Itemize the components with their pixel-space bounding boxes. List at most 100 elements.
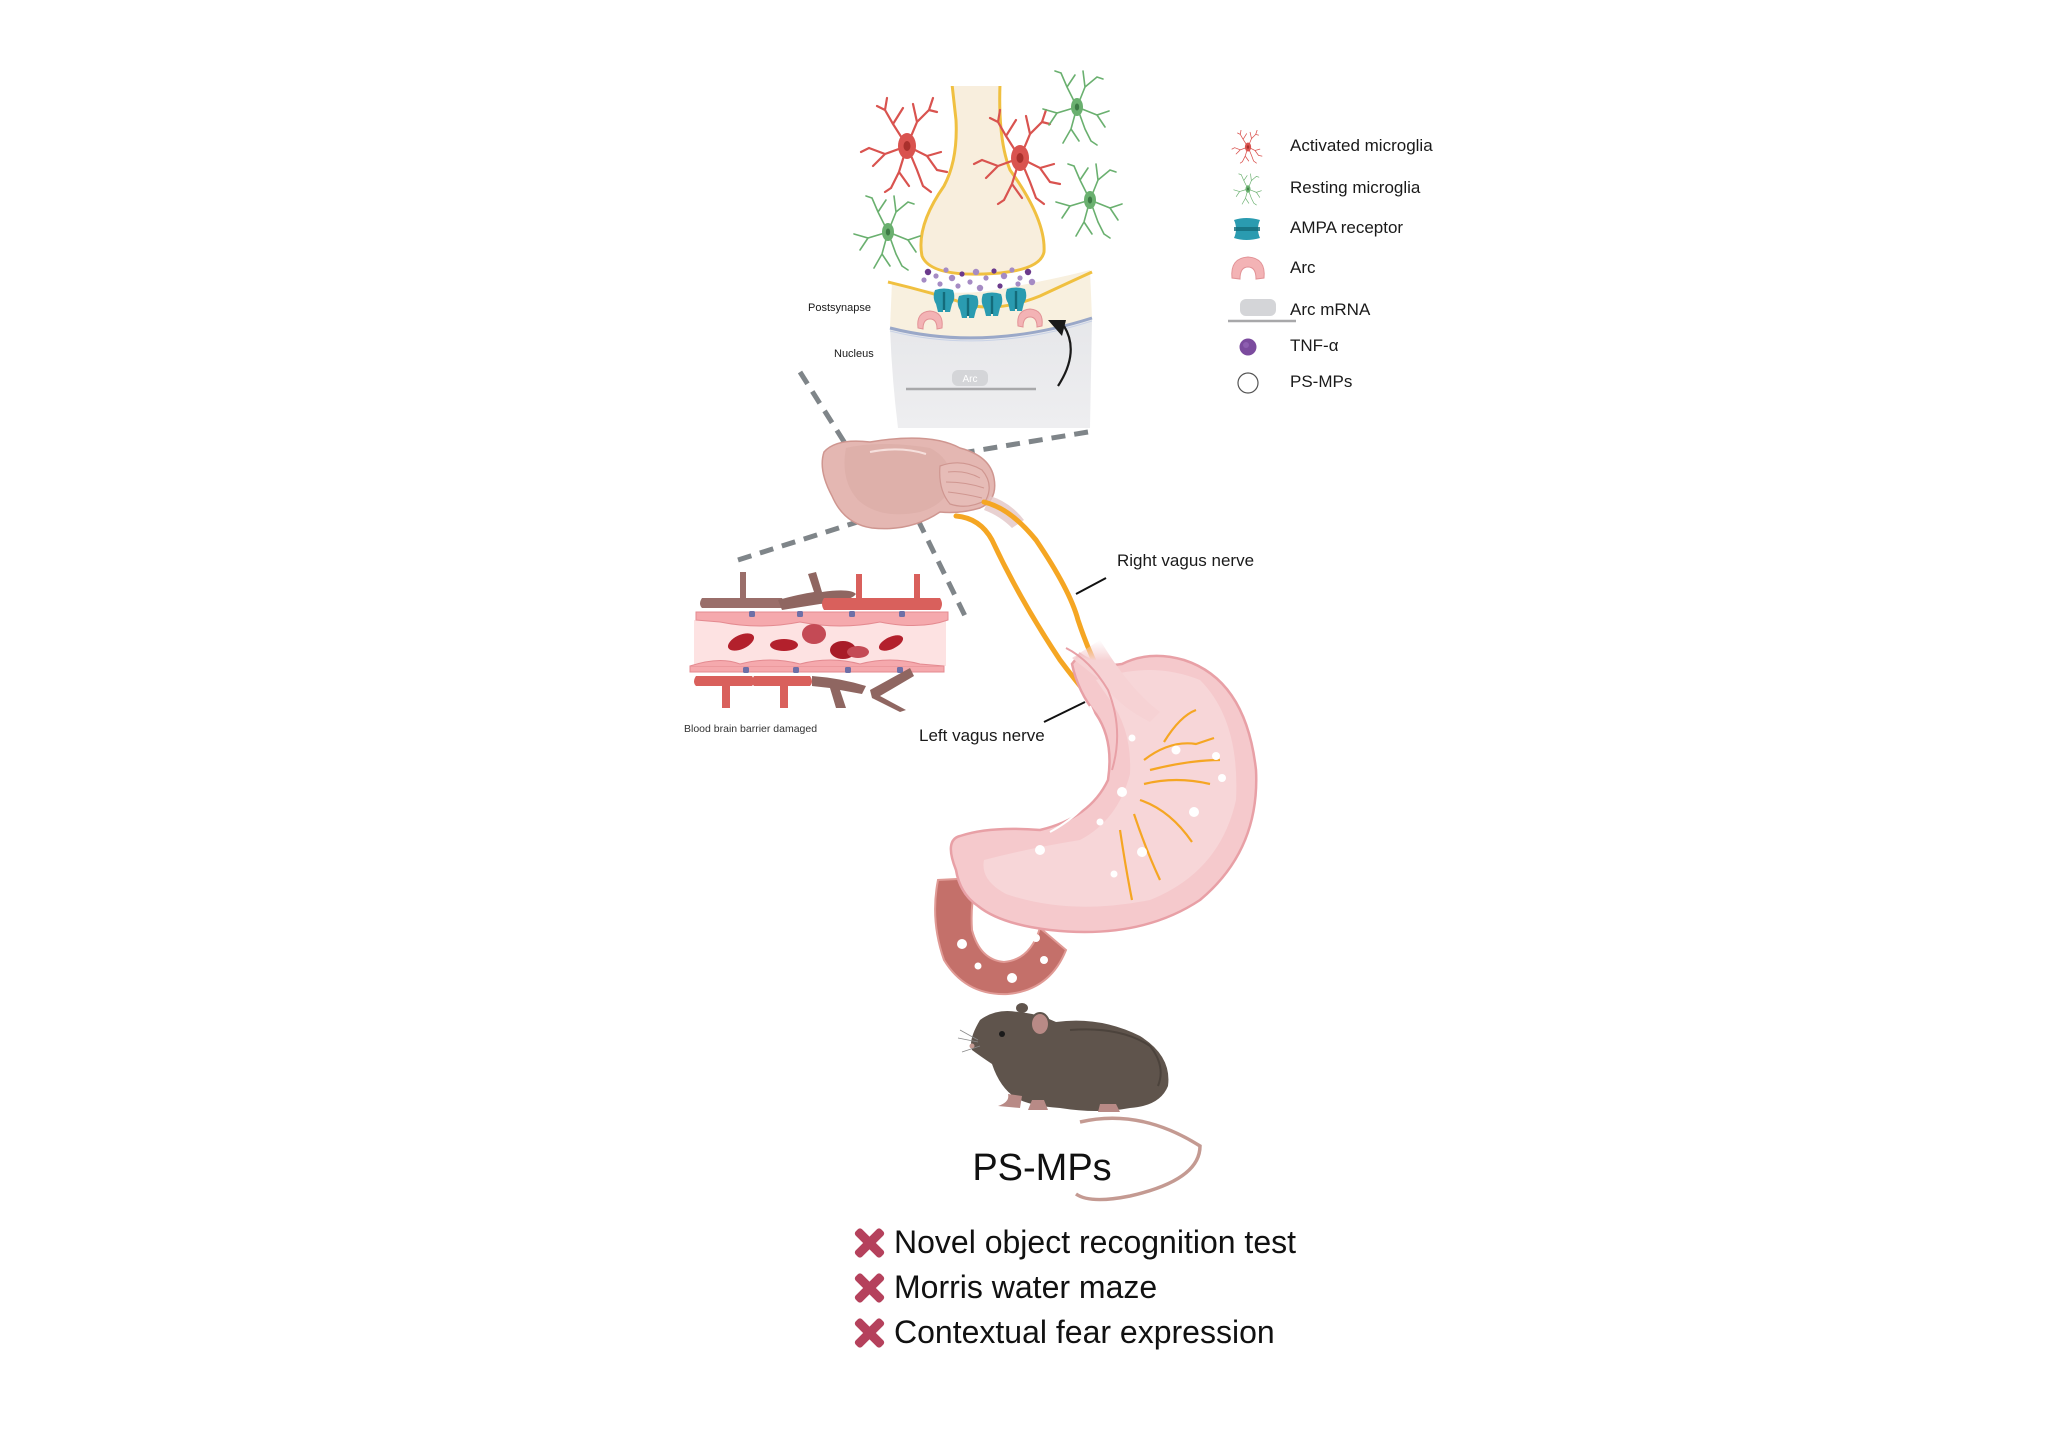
ps-mp-particle [1035, 845, 1045, 855]
ps-mp-particle [1117, 787, 1127, 797]
stomach [934, 640, 1258, 996]
mouse-illustration [957, 1003, 1202, 1202]
tnf-alpha-dot [921, 277, 927, 283]
tnf-alpha-cluster [921, 267, 1036, 292]
ps-mp-particle [957, 939, 967, 949]
nuclear-envelope [889, 316, 1093, 340]
figure-title: PS-MPs [972, 1147, 1112, 1189]
ps-mps-icon [1237, 372, 1259, 394]
bbb-caption: Blood brain barrier damaged [684, 723, 818, 735]
tnf-alpha-dot [1024, 268, 1032, 276]
tnf-alpha-dot [955, 283, 961, 289]
ps-mp-particle [1218, 774, 1226, 782]
activated-microglia [859, 96, 949, 194]
ps-mp-particle [1171, 745, 1181, 755]
tnf-alpha-dot [976, 284, 984, 292]
arc-mrna-icon [1228, 299, 1296, 323]
tnf-alpha-icon [1239, 338, 1257, 356]
resting-microglia [1042, 70, 1110, 146]
right-vagus-nerve-label: Right vagus nerve [1117, 551, 1255, 570]
x-mark-icon [852, 1226, 886, 1260]
tight-junction [849, 611, 855, 617]
outcome-label: Morris water maze [894, 1269, 1158, 1305]
legend-item-ps-mps: PS-MPs [1228, 366, 1528, 400]
legend-item-ampa-receptor: AMPA receptor [1228, 212, 1528, 246]
outcome-label: Contextual fear expression [894, 1314, 1275, 1350]
legend-label: AMPA receptor [1290, 218, 1404, 237]
tight-junction [899, 611, 905, 617]
tnf-alpha-dot [972, 268, 980, 276]
outcome-item: Novel object recognition test [852, 1220, 1296, 1265]
outcome-item: Contextual fear expression [852, 1310, 1296, 1355]
ps-mp-particle [1007, 973, 1017, 983]
ps-mp-particle [1032, 934, 1040, 942]
legend-item-tnf-alpha: TNF-α [1228, 330, 1528, 364]
ps-mp-particle [1212, 752, 1220, 760]
legend-label: Activated microglia [1290, 136, 1433, 155]
synapse-panel: Arc [853, 70, 1123, 428]
arc-mrna-label: Arc [963, 374, 978, 385]
arc-protein-icon [1231, 256, 1265, 280]
tight-junction [897, 667, 903, 673]
presynaptic-terminal [919, 82, 1046, 276]
tnf-alpha-dot [1000, 272, 1008, 280]
tnf-alpha-dot [1017, 275, 1023, 281]
ps-mp-particle [1189, 807, 1199, 817]
tight-junction [797, 611, 803, 617]
x-mark-icon [852, 1271, 886, 1305]
legend-label: PS-MPs [1290, 372, 1353, 391]
postsynapse-label: Postsynapse [808, 302, 871, 314]
ps-mps-particles [957, 734, 1226, 983]
legend-label: Resting microglia [1290, 178, 1421, 197]
tnf-alpha-dot [959, 271, 965, 277]
legend-label: Arc [1290, 258, 1316, 277]
translation-arrow [1048, 320, 1072, 387]
tnf-alpha-dot [967, 279, 973, 285]
tnf-alpha-dot [924, 268, 932, 276]
tnf-alpha-dot [943, 267, 949, 273]
tnf-alpha-dot [1028, 278, 1036, 286]
ps-mp-particle [1137, 847, 1147, 857]
ampa-receptor-icon [1234, 218, 1260, 240]
ps-mp-particle [1128, 734, 1136, 742]
bbb-panel [689, 572, 949, 712]
ps-mp-particle [1040, 956, 1048, 964]
tnf-alpha-dot [948, 274, 956, 282]
tight-junction [845, 667, 851, 673]
legend-item-resting-microglia: Resting microglia [1228, 172, 1528, 206]
tnf-alpha-dot [991, 268, 997, 274]
nucleus-region [890, 318, 1092, 428]
astrocyte-endfeet [700, 572, 942, 610]
ps-mp-particle [1110, 870, 1118, 878]
behavioral-outcomes-list: Novel object recognition test Morris wat… [852, 1220, 1296, 1355]
outcome-item: Morris water maze [852, 1265, 1296, 1310]
tnf-alpha-dot [983, 275, 989, 281]
resting-microglia-icon [1233, 173, 1262, 206]
tnf-alpha-dot [997, 283, 1003, 289]
nucleus-label: Nucleus [834, 348, 874, 360]
tight-junction [743, 667, 749, 673]
activated-microglia-icon [1231, 130, 1263, 164]
tight-junction [749, 611, 755, 617]
tight-junction [793, 667, 799, 673]
right-nerve-leader [1075, 577, 1107, 595]
resting-microglia [1055, 163, 1123, 239]
tnf-alpha-dot [937, 281, 943, 287]
resting-microglia [853, 195, 921, 271]
x-mark-icon [852, 1316, 886, 1350]
red-blood-cells [727, 624, 904, 659]
duodenum [934, 876, 1068, 996]
legend-item-arc: Arc [1228, 252, 1528, 286]
legend-item-arc-mrna: Arc mRNA [1228, 294, 1528, 328]
mouse-brain [821, 437, 1024, 530]
left-nerve-leader [1043, 701, 1086, 723]
legend-label: Arc mRNA [1290, 300, 1371, 319]
endothelial-cells [689, 611, 949, 673]
esophagus [1072, 640, 1160, 722]
legend-label: TNF-α [1290, 336, 1339, 355]
legend-item-activated-microglia: Activated microglia [1228, 130, 1528, 164]
ps-mp-particle [1096, 818, 1104, 826]
gastric-nerve-branches [1118, 708, 1221, 901]
arc-mrna: Arc [906, 370, 1036, 391]
